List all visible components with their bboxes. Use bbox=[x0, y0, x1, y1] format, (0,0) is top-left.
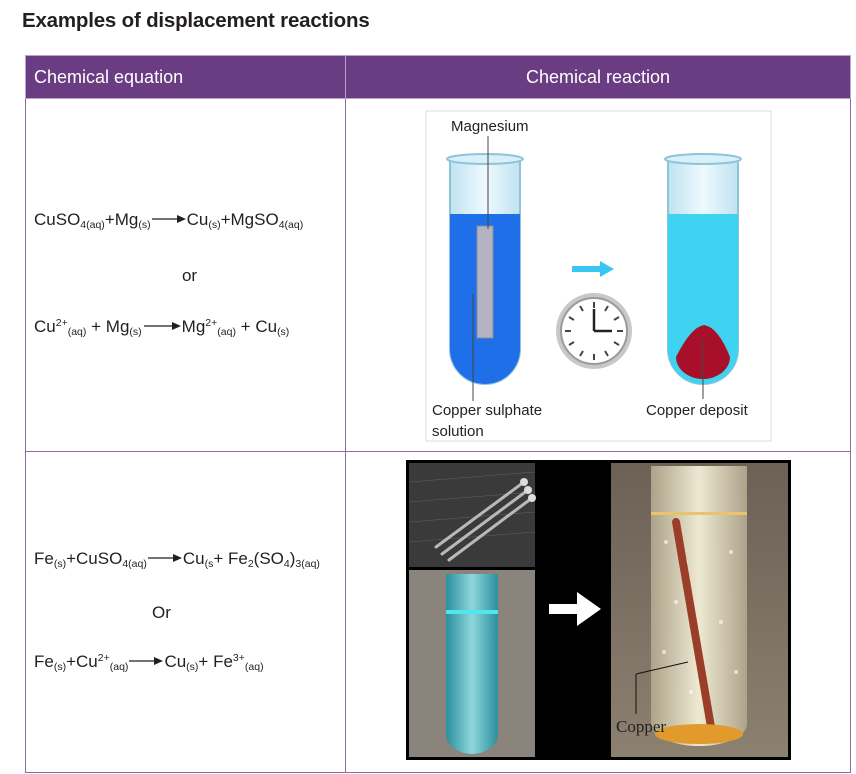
superscript: 2+ bbox=[55, 317, 68, 330]
term: +Mg bbox=[104, 209, 139, 229]
term: +MgSO bbox=[220, 209, 279, 229]
iron-nail-copper-photo: Copper bbox=[406, 460, 791, 760]
subscript: (aq) bbox=[244, 661, 264, 674]
subscript: (s) bbox=[186, 661, 199, 674]
term: ) bbox=[289, 548, 296, 568]
superscript: 2+ bbox=[97, 652, 110, 665]
reaction-arrow-icon bbox=[147, 554, 182, 563]
term: CuSO bbox=[34, 209, 81, 229]
subscript: 4(aq) bbox=[80, 219, 105, 232]
term: Cu bbox=[34, 316, 56, 336]
term: + Fe bbox=[198, 651, 233, 671]
magnesium-copper-sulphate-diagram: Magnesium Copper sulphate solution bbox=[425, 110, 772, 442]
subscript: (aq) bbox=[217, 326, 236, 339]
or-separator: or bbox=[181, 265, 198, 285]
label-copper: Copper bbox=[616, 717, 666, 736]
subscript: 3(aq) bbox=[295, 558, 320, 571]
reaction-photo-cell: Copper bbox=[345, 451, 851, 773]
subscript: (s bbox=[204, 558, 214, 571]
subscript: (s) bbox=[277, 326, 290, 339]
term: Cu bbox=[182, 548, 205, 568]
superscript: 3+ bbox=[232, 652, 245, 665]
equation-fe-ionic: Fe(s)+Cu2+(aq)Cu(s)+ Fe3+(aq) bbox=[34, 653, 345, 675]
label-solution-line2: solution bbox=[432, 423, 484, 440]
term: +Cu bbox=[66, 651, 98, 671]
equation-cell: CuSO4(aq)+Mg(s)Cu(s)+MgSO4(aq) or Cu2+(a… bbox=[25, 98, 346, 452]
page-title: Examples of displacement reactions bbox=[22, 9, 370, 32]
superscript: 2+ bbox=[205, 317, 218, 330]
magnesium-strip bbox=[476, 225, 494, 339]
label-solution-line1: Copper sulphate bbox=[432, 402, 542, 419]
subscript: (aq) bbox=[109, 661, 129, 674]
test-tube-before bbox=[446, 153, 524, 385]
term: Mg bbox=[181, 316, 206, 336]
subscript: (s) bbox=[53, 558, 67, 571]
table-header-row: Chemical equation Chemical reaction bbox=[25, 55, 851, 99]
copper-coated-nail-tube-photo: Copper bbox=[611, 463, 788, 757]
subscript: (s) bbox=[53, 661, 67, 674]
reaction-arrow-icon bbox=[129, 657, 164, 666]
term: Fe bbox=[34, 548, 54, 568]
reaction-arrow-icon bbox=[151, 215, 186, 224]
term: + Mg bbox=[86, 316, 130, 336]
term: Cu bbox=[186, 209, 209, 229]
label-magnesium: Magnesium bbox=[451, 118, 529, 135]
reaction-arrow-icon bbox=[143, 322, 181, 331]
reaction-diagram-cell: Magnesium Copper sulphate solution bbox=[345, 98, 851, 452]
term: +CuSO bbox=[66, 548, 123, 568]
subscript: (aq) bbox=[67, 326, 87, 339]
test-tube-after bbox=[664, 153, 742, 385]
equation-cuso4-mg: CuSO4(aq)+Mg(s)Cu(s)+MgSO4(aq) bbox=[34, 211, 345, 233]
subscript: (s) bbox=[138, 219, 151, 232]
subscript: (s) bbox=[208, 219, 221, 232]
equation-group: CuSO4(aq)+Mg(s)Cu(s)+MgSO4(aq) or Cu2+(a… bbox=[26, 211, 345, 340]
table-row: CuSO4(aq)+Mg(s)Cu(s)+MgSO4(aq) or Cu2+(a… bbox=[25, 98, 851, 452]
term: (SO bbox=[253, 548, 284, 568]
subscript: (s) bbox=[129, 326, 142, 339]
equation-ionic: Cu2+(aq) + Mg(s)Mg2+(aq) + Cu(s) bbox=[34, 318, 345, 340]
reaction-arrow-icon bbox=[549, 592, 601, 626]
table-row: Fe(s)+CuSO4(aq)Cu(s+ Fe2(SO4)3(aq) Or Fe… bbox=[25, 451, 851, 773]
label-copper-deposit: Copper deposit bbox=[646, 402, 749, 419]
header-chemical-reaction: Chemical reaction bbox=[345, 55, 851, 99]
header-chemical-equation: Chemical equation bbox=[25, 55, 346, 99]
term: + Fe bbox=[213, 548, 248, 568]
iron-nails-photo bbox=[408, 463, 536, 567]
blue-solution-tube-photo bbox=[409, 570, 535, 757]
term: Fe bbox=[34, 651, 54, 671]
or-separator: Or bbox=[152, 602, 171, 622]
equation-fe-cuso4: Fe(s)+CuSO4(aq) Cu(s+ Fe2(SO4)3(aq) bbox=[34, 550, 345, 572]
equation-cell: Fe(s)+CuSO4(aq)Cu(s+ Fe2(SO4)3(aq) Or Fe… bbox=[25, 451, 346, 773]
subscript: 4 bbox=[283, 558, 290, 571]
term: + Cu bbox=[235, 316, 278, 336]
term: Cu bbox=[164, 651, 187, 671]
subscript: 4(aq) bbox=[278, 219, 304, 232]
clock-icon bbox=[556, 293, 632, 369]
subscript: 2 bbox=[247, 558, 254, 571]
subscript: 4(aq) bbox=[122, 558, 147, 571]
displacement-reactions-table: Chemical equation Chemical reaction CuSO… bbox=[25, 55, 851, 773]
equation-group: Fe(s)+CuSO4(aq)Cu(s+ Fe2(SO4)3(aq) Or Fe… bbox=[26, 550, 345, 675]
reaction-arrow-icon bbox=[572, 261, 614, 277]
